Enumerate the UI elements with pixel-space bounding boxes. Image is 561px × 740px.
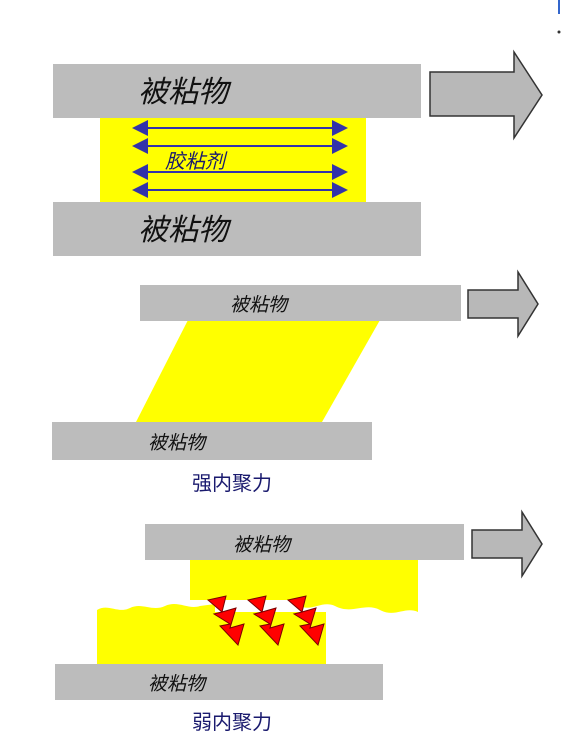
adherend-bottom-label: 被粘物 bbox=[148, 673, 208, 695]
adhesive-label: 胶粘剂 bbox=[165, 149, 228, 173]
panel-3: 被粘物 被粘物 弱内聚力 bbox=[55, 509, 543, 734]
fracture-bolt-icon bbox=[206, 595, 245, 646]
adherend-bottom bbox=[52, 422, 372, 460]
pull-arrow bbox=[467, 269, 539, 339]
adhesive-lower-fragment bbox=[97, 604, 326, 664]
adherend-bottom bbox=[55, 664, 383, 700]
fracture-bolt-icon bbox=[246, 595, 285, 646]
pull-arrow bbox=[471, 509, 543, 579]
caption-weak-cohesion: 弱内聚力 bbox=[192, 710, 272, 734]
adherend-top bbox=[145, 524, 464, 560]
adherend-top-label: 被粘物 bbox=[230, 294, 290, 316]
adhesive-upper-fragment bbox=[190, 560, 418, 613]
adherend-bottom-label: 被粘物 bbox=[138, 213, 232, 248]
panel-1: 被粘物 胶粘剂 被粘物 bbox=[53, 49, 543, 256]
fracture-bolt-icon bbox=[286, 595, 325, 646]
panel-2: 被粘物 被粘物 强内聚力 bbox=[52, 269, 539, 495]
corner-mark bbox=[558, 0, 560, 14]
adherend-top-label: 被粘物 bbox=[138, 75, 232, 110]
adherend-bottom bbox=[53, 202, 421, 256]
adhesive-sheared bbox=[136, 320, 380, 422]
adherend-top bbox=[53, 64, 421, 118]
adherend-top bbox=[140, 285, 461, 321]
pull-arrow bbox=[429, 49, 543, 141]
adherend-bottom-label: 被粘物 bbox=[148, 432, 208, 454]
corner-dot bbox=[557, 30, 561, 34]
caption-strong-cohesion: 强内聚力 bbox=[192, 471, 272, 495]
adherend-top-label: 被粘物 bbox=[233, 534, 293, 556]
